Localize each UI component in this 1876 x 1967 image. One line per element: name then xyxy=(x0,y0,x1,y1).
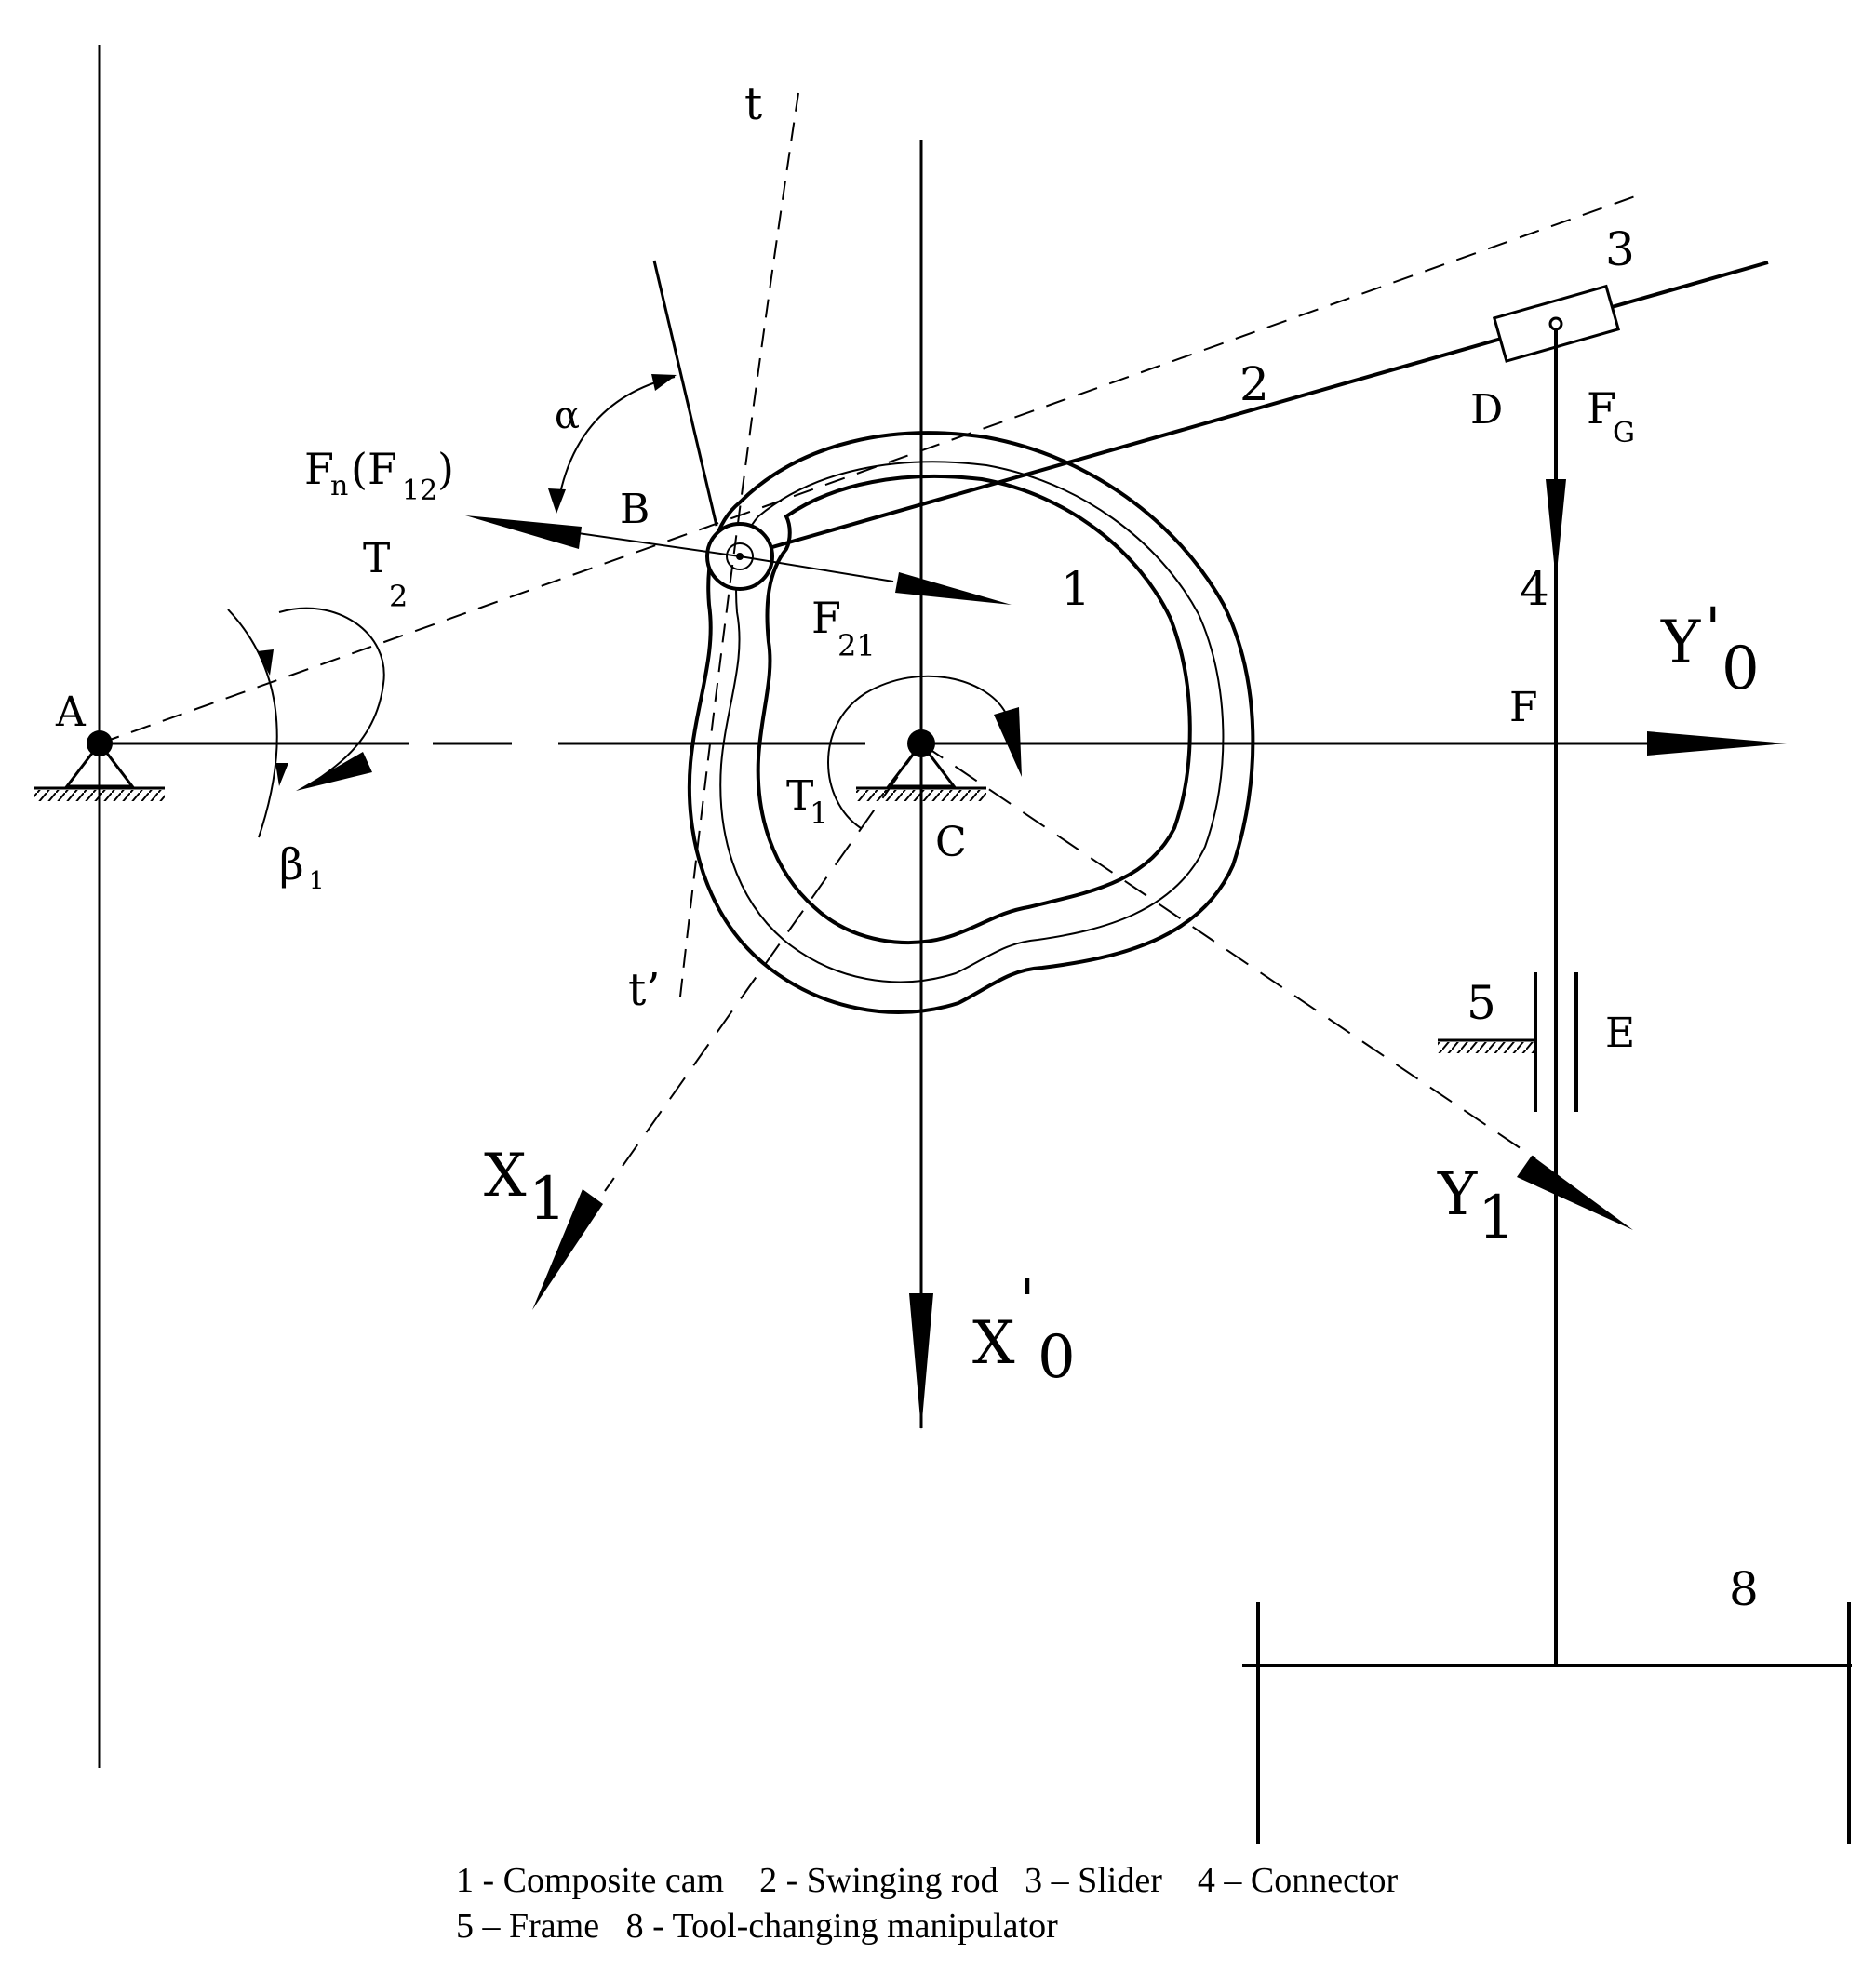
label-point-f: F xyxy=(1509,684,1538,731)
svg-text:(F: (F xyxy=(351,444,397,494)
svg-text:1: 1 xyxy=(529,1165,567,1234)
svg-text:T: T xyxy=(786,772,813,820)
beta-arrow-top xyxy=(257,649,274,676)
frame-guide xyxy=(1438,972,1578,1112)
svg-text:X: X xyxy=(484,1142,527,1211)
force-f21-line xyxy=(739,555,894,582)
label-y0-prime: Y ' 0 xyxy=(1660,595,1760,703)
force-f21-arrowhead xyxy=(895,572,1012,605)
label-part-1: 1 xyxy=(1061,562,1091,616)
force-fn-arrowhead xyxy=(465,515,582,549)
svg-text:2: 2 xyxy=(389,579,408,614)
label-point-d: D xyxy=(1470,386,1503,434)
label-f21: F 21 xyxy=(811,593,876,663)
svg-text:12: 12 xyxy=(402,475,437,507)
beta-arrow-bottom xyxy=(275,763,288,786)
svg-text:Y: Y xyxy=(1437,1160,1478,1229)
roller-inner xyxy=(726,542,754,570)
x1-axis-arrowhead xyxy=(532,1189,603,1310)
svg-text:n: n xyxy=(330,470,348,502)
slider-pin xyxy=(1548,316,1563,331)
dashed-line-a-b xyxy=(99,194,1639,744)
torque-t1-arc xyxy=(827,675,1006,829)
alpha-arrow-top xyxy=(651,374,677,391)
label-point-b: B xyxy=(620,486,650,533)
svg-text:T: T xyxy=(363,535,390,582)
svg-text:F: F xyxy=(304,444,334,494)
y1-axis-arrowhead xyxy=(1517,1156,1633,1230)
label-beta1: β 1 xyxy=(279,839,325,895)
label-x0-prime: X ' 0 xyxy=(972,1267,1076,1392)
label-fn-f12: F n (F 12 ) xyxy=(304,444,454,507)
y1-axis xyxy=(920,743,1536,1159)
svg-text:F: F xyxy=(811,593,841,643)
label-fg: F G xyxy=(1587,383,1635,449)
svg-text:21: 21 xyxy=(838,628,876,663)
torque-t2-arc xyxy=(278,607,385,787)
label-tangent-t: t xyxy=(744,78,762,130)
label-point-a: A xyxy=(55,689,87,736)
svg-text:): ) xyxy=(437,444,454,494)
cam-outer-profile xyxy=(687,431,1255,1014)
svg-text:0: 0 xyxy=(1722,635,1760,703)
svg-text:': ' xyxy=(1019,1267,1036,1336)
label-point-e: E xyxy=(1605,1010,1635,1057)
x0-axis-arrowhead xyxy=(909,1293,933,1430)
beta-arc xyxy=(227,609,278,838)
label-part-8: 8 xyxy=(1729,1562,1759,1616)
label-t1: T 1 xyxy=(786,772,828,831)
label-part-5: 5 xyxy=(1467,976,1496,1030)
label-point-c: C xyxy=(935,819,967,866)
svg-text:Y: Y xyxy=(1660,609,1701,677)
caption-line-1: 1 - Composite cam 2 - Swinging rod 3 – S… xyxy=(456,1861,1399,1900)
pivot-a xyxy=(34,730,165,801)
normal-reference-line xyxy=(652,260,718,527)
svg-text:1: 1 xyxy=(1478,1184,1516,1252)
svg-text:G: G xyxy=(1613,417,1635,449)
label-part-3: 3 xyxy=(1605,222,1635,276)
label-t2: T 2 xyxy=(363,535,408,614)
cam-pitch-curve xyxy=(719,461,1225,984)
label-tangent-t-prime: t’ xyxy=(628,964,661,1016)
svg-text:β: β xyxy=(279,839,304,890)
svg-text:': ' xyxy=(1705,595,1722,664)
svg-text:0: 0 xyxy=(1038,1323,1076,1392)
tool-changing-manipulator xyxy=(1242,1602,1852,1844)
label-alpha: α xyxy=(555,395,580,437)
x1-axis xyxy=(604,743,922,1192)
torque-t2-arrowhead xyxy=(296,752,372,791)
label-part-2: 2 xyxy=(1240,357,1269,411)
cam-inner-profile xyxy=(756,474,1192,945)
caption-line-2: 5 – Frame 8 - Tool-changing manipulator xyxy=(456,1907,1058,1946)
svg-text:F: F xyxy=(1587,383,1616,434)
torque-t1-arrowhead xyxy=(994,707,1022,777)
force-fn-line xyxy=(557,529,741,557)
label-x1: X 1 xyxy=(484,1142,567,1234)
svg-text:1: 1 xyxy=(309,867,325,895)
svg-text:1: 1 xyxy=(810,796,828,831)
tangent-line xyxy=(678,92,799,1006)
label-y1: Y 1 xyxy=(1437,1160,1516,1252)
force-fg-arrowhead xyxy=(1546,479,1566,582)
svg-text:X: X xyxy=(972,1309,1015,1378)
alpha-arc xyxy=(557,376,676,503)
y0-axis-arrowhead xyxy=(1647,731,1787,756)
alpha-arrow-bottom xyxy=(548,488,566,514)
label-part-4: 4 xyxy=(1520,562,1549,616)
